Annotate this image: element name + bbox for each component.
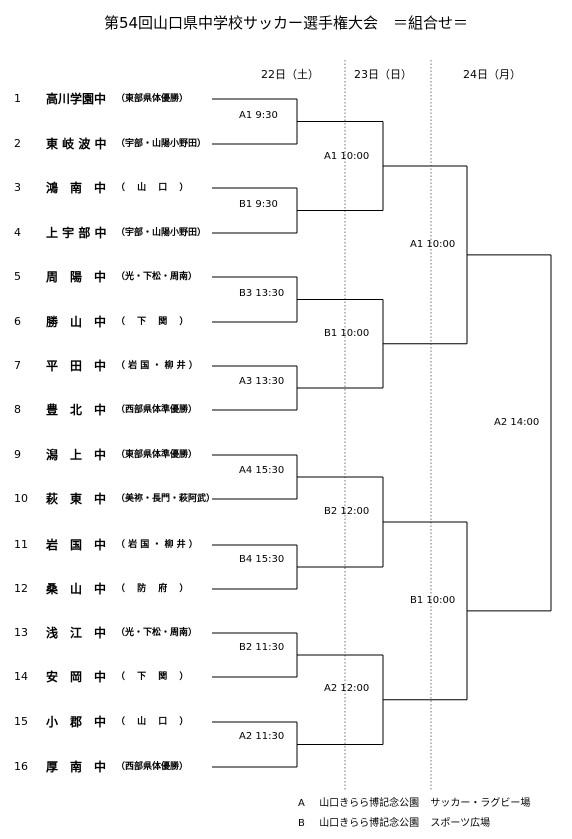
legend-key: A <box>298 798 305 809</box>
legend-venue: 山口きらら博記念公園 <box>319 798 420 809</box>
team-name: 豊 北 中 <box>46 403 107 417</box>
team-name: 勝 山 中 <box>46 315 107 329</box>
legend-facility: サッカー・ラグビー場 <box>430 798 531 809</box>
team-region: （宇部・山陽小野田） <box>116 139 207 149</box>
team-row: 16 厚 南 中 （西部県体優勝） <box>0 758 215 776</box>
legend-b: B 山口きらら博記念公園 スポーツ広場 <box>298 814 490 829</box>
round2-match-label: A1 10:00 <box>324 151 370 162</box>
team-row: 10 萩 東 中 （美祢・長門・萩阿武） <box>0 490 215 508</box>
round1-match-label: B1 9:30 <box>239 199 278 210</box>
round1-match-label: B3 13:30 <box>239 288 285 299</box>
team-row: 13 浅 江 中 （光・下松・周南） <box>0 624 215 642</box>
team-row: 8 豊 北 中 （西部県体準優勝） <box>0 401 215 419</box>
team-region: （ 岩 国 ・ 柳 井 ） <box>116 361 198 371</box>
final-match-label: A2 14:00 <box>494 417 540 428</box>
team-number: 11 <box>14 538 28 551</box>
team-region: （ 山 口 ） <box>116 717 189 727</box>
team-name: 厚 南 中 <box>46 760 107 774</box>
round1-match-label: B4 15:30 <box>239 554 285 565</box>
team-row: 12 桑 山 中 （ 防 府 ） <box>0 580 215 598</box>
day-header-2: 23日（日） <box>354 68 412 81</box>
team-name: 浅 江 中 <box>46 626 107 640</box>
semifinal-match-label: B1 10:00 <box>410 595 456 606</box>
team-region: （光・下松・周南） <box>116 628 198 638</box>
team-name: 安 岡 中 <box>46 670 107 684</box>
team-row: 5 周 陽 中 （光・下松・周南） <box>0 268 215 286</box>
team-row: 3 鴻 南 中 （ 山 口 ） <box>0 179 215 197</box>
team-name: 平 田 中 <box>46 359 107 373</box>
round1-match-label: A1 9:30 <box>239 110 278 121</box>
team-region: （西部県体準優勝） <box>116 405 198 415</box>
team-number: 8 <box>14 403 21 416</box>
day-header-3: 24日（月） <box>463 68 521 81</box>
round2-match-label: A2 12:00 <box>324 683 370 694</box>
team-name: 桑 山 中 <box>46 582 107 596</box>
round1-match-label: B2 11:30 <box>239 642 285 653</box>
team-row: 4 上 宇 部 中 （宇部・山陽小野田） <box>0 224 215 242</box>
day-header-1: 22日（土） <box>261 68 319 81</box>
team-region: （美祢・長門・萩阿武） <box>116 494 216 504</box>
legend-a: A 山口きらら博記念公園 サッカー・ラグビー場 <box>298 794 530 809</box>
team-number: 1 <box>14 92 21 105</box>
team-number: 4 <box>14 226 21 239</box>
team-region: （東部県体優勝） <box>116 94 189 104</box>
round2-match-label: B2 12:00 <box>324 506 370 517</box>
team-region: （光・下松・周南） <box>116 272 198 282</box>
legend-facility: スポーツ広場 <box>430 818 491 829</box>
team-name: 小 郡 中 <box>46 715 107 729</box>
legend-venue: 山口きらら博記念公園 <box>319 818 420 829</box>
team-region: （ 下 関 ） <box>116 672 189 682</box>
team-row: 1 高川学園中 （東部県体優勝） <box>0 90 215 108</box>
team-name: 東 岐 波 中 <box>46 137 107 151</box>
round2-match-label: B1 10:00 <box>324 328 370 339</box>
team-number: 10 <box>14 492 28 505</box>
round1-match-label: A2 11:30 <box>239 731 285 742</box>
team-region: （西部県体優勝） <box>116 762 189 772</box>
round1-match-label: A3 13:30 <box>239 376 285 387</box>
team-name: 潟 上 中 <box>46 448 107 462</box>
team-region: （ 下 関 ） <box>116 317 189 327</box>
team-number: 14 <box>14 670 28 683</box>
team-row: 7 平 田 中 （ 岩 国 ・ 柳 井 ） <box>0 357 215 375</box>
team-region: （東部県体準優勝） <box>116 450 198 460</box>
team-row: 14 安 岡 中 （ 下 関 ） <box>0 668 215 686</box>
team-name: 周 陽 中 <box>46 270 107 284</box>
team-number: 5 <box>14 270 21 283</box>
team-number: 7 <box>14 359 21 372</box>
page-title: 第54回山口県中学校サッカー選手権大会 ＝組合せ＝ <box>103 14 469 32</box>
team-number: 13 <box>14 626 28 639</box>
team-number: 2 <box>14 137 21 150</box>
semifinal-match-label: A1 10:00 <box>410 239 456 250</box>
team-row: 6 勝 山 中 （ 下 関 ） <box>0 313 215 331</box>
round1-match-label: A4 15:30 <box>239 465 285 476</box>
team-name: 高川学園中 <box>46 92 107 106</box>
team-name: 鴻 南 中 <box>46 181 107 195</box>
team-row: 9 潟 上 中 （東部県体準優勝） <box>0 446 215 464</box>
team-number: 12 <box>14 582 28 595</box>
team-number: 16 <box>14 760 28 773</box>
team-name: 萩 東 中 <box>46 492 107 506</box>
team-row: 11 岩 国 中 （ 岩 国 ・ 柳 井 ） <box>0 536 215 554</box>
team-region: （ 岩 国 ・ 柳 井 ） <box>116 540 198 550</box>
team-name: 岩 国 中 <box>46 538 107 552</box>
team-region: （ 防 府 ） <box>116 584 189 594</box>
legend-key: B <box>298 818 305 829</box>
team-number: 9 <box>14 448 21 461</box>
team-row: 15 小 郡 中 （ 山 口 ） <box>0 713 215 731</box>
team-region: （宇部・山陽小野田） <box>116 228 207 238</box>
team-number: 3 <box>14 181 21 194</box>
team-number: 15 <box>14 715 28 728</box>
team-number: 6 <box>14 315 21 328</box>
team-row: 2 東 岐 波 中 （宇部・山陽小野田） <box>0 135 215 153</box>
team-region: （ 山 口 ） <box>116 183 189 193</box>
team-name: 上 宇 部 中 <box>46 226 107 240</box>
